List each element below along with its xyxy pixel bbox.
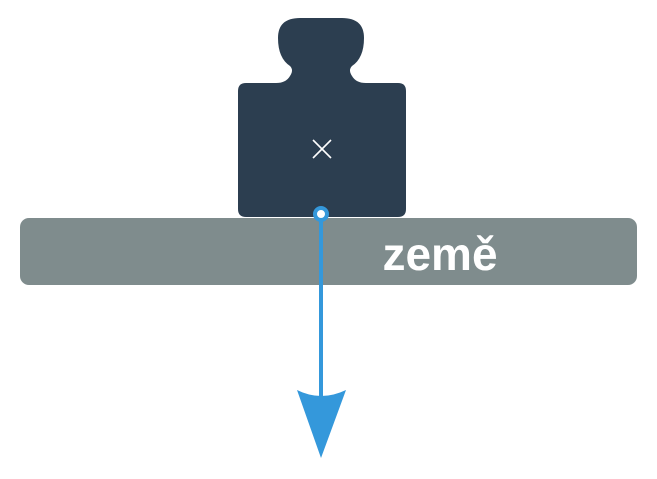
ground-slab [20,218,637,285]
weight-handle [276,18,366,83]
force-arrow-head [297,390,346,458]
force-arrow-origin [313,206,329,222]
ground-label: země [382,228,497,280]
center-of-mass-icon [312,139,332,159]
